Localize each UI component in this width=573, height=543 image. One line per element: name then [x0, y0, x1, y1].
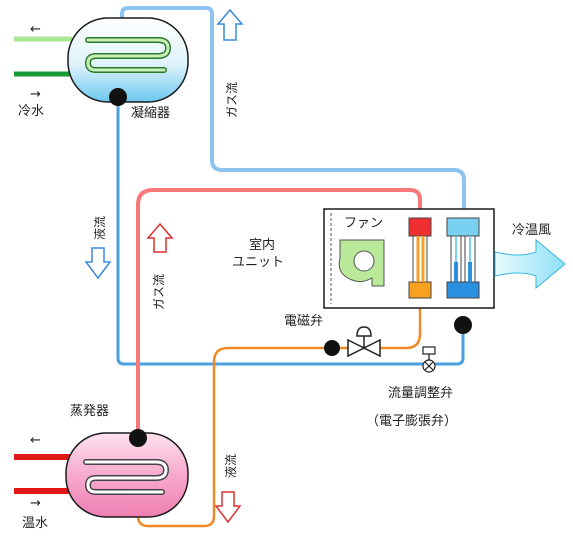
indoor-unit-label-line1: 室内 — [249, 237, 275, 253]
flow-valve-label: 流量調整弁 — [388, 386, 453, 401]
liquid-flow-left-label: 液流 — [92, 216, 107, 240]
evaporator-label: 蒸発器 — [70, 404, 109, 419]
cold-water-label: 冷水 — [18, 104, 44, 119]
condenser — [67, 17, 189, 103]
liquid-flow-down-arrow-red — [214, 491, 242, 524]
indoor-unit-label-line2: ユニット — [232, 255, 284, 270]
solenoid-valve-label: 電磁弁 — [284, 314, 323, 329]
fan-icon — [338, 239, 385, 287]
node-solenoid — [324, 340, 340, 356]
hot-water-pipes — [14, 454, 72, 494]
gas-flow-up-arrow-red — [146, 222, 174, 253]
arrow-in-condenser: → — [30, 87, 41, 102]
liquid-flow-bottom-label: 液流 — [223, 454, 238, 478]
flow-valve-icon — [422, 346, 436, 373]
fan-label: ファン — [344, 216, 383, 231]
expansion-valve-label: （電子膨張弁） — [366, 414, 457, 429]
liquid-flow-down-arrow-blue — [84, 247, 112, 280]
indoor-unit — [323, 208, 495, 309]
gas-pipe-condenser — [120, 6, 466, 218]
solenoid-valve-icon — [347, 326, 381, 358]
gas-pipe-evaporator — [136, 188, 422, 435]
arrow-out-condenser: ← — [30, 22, 41, 37]
node-indoor-cold — [454, 316, 472, 334]
air-out-arrow — [494, 238, 566, 290]
indoor-coil-hot — [408, 217, 432, 299]
gas-flow-top-label: ガス流 — [225, 82, 239, 118]
evaporator — [65, 432, 189, 518]
gas-flow-left-label: ガス流 — [152, 274, 166, 310]
liquid-pipe-main — [116, 98, 465, 366]
node-condenser — [109, 88, 127, 106]
gas-flow-up-arrow-blue — [216, 8, 244, 41]
condenser-label: 凝縮器 — [131, 105, 170, 121]
air-out-label: 冷温風 — [512, 223, 551, 238]
hot-water-label: 温水 — [22, 516, 48, 531]
arrow-in-evaporator: → — [30, 496, 41, 511]
arrow-out-evaporator: ← — [30, 433, 41, 448]
junction-nodes — [109, 88, 472, 447]
node-evaporator — [129, 429, 147, 447]
cold-water-pipes — [14, 36, 72, 77]
indoor-coil-cold — [446, 217, 480, 299]
liquid-pipe-orange — [136, 298, 422, 528]
